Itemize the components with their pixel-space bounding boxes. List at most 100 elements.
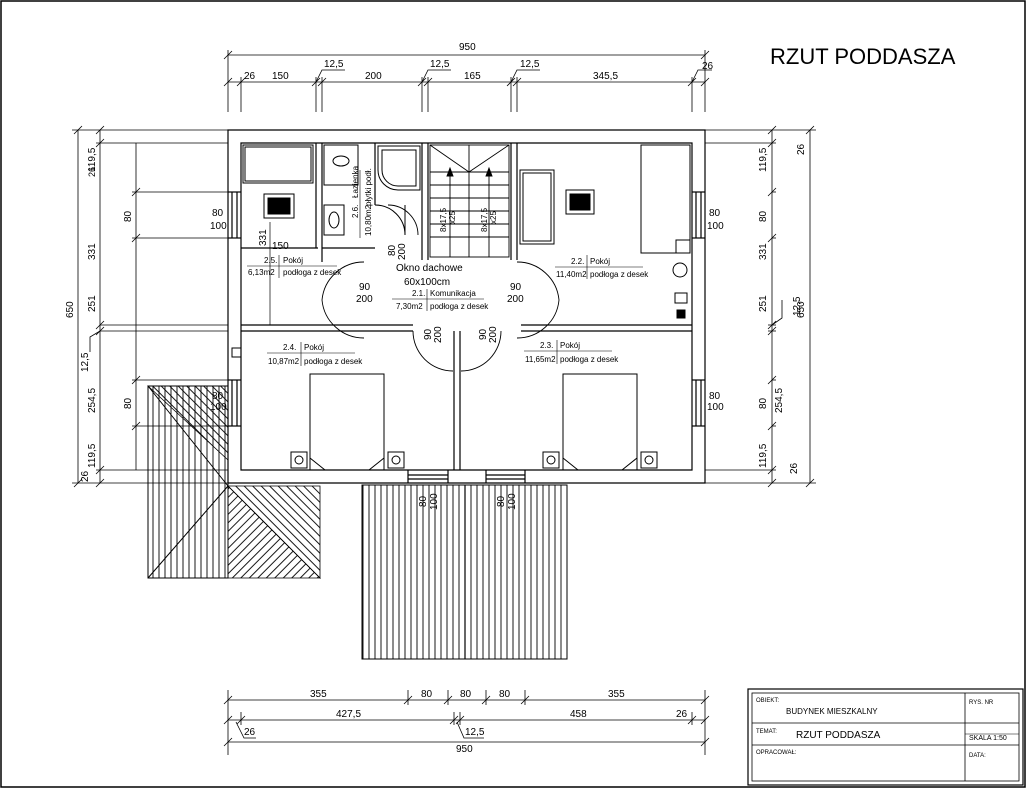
dim-top-sep3: 12,5 [520, 59, 540, 70]
window-right-top-h: 100 [707, 221, 724, 232]
room-23-floor: podłoga z desek [560, 355, 619, 364]
tb-topic-value: RZUT PODDASZA [796, 730, 881, 741]
tb-topic-label: TEMAT: [756, 729, 777, 735]
dim-left-s9: 119,5 [87, 443, 98, 468]
room-25-area: 6,13m2 [248, 268, 275, 277]
door-bath-w: 80 [387, 244, 398, 256]
dim-interior-331: 331 [258, 229, 269, 246]
room-26-num: 2.6. [351, 205, 360, 218]
dim-left-s7: 254,5 [87, 388, 98, 413]
windows [228, 191, 705, 483]
stairs-left-b: x25 [448, 211, 457, 224]
furniture-room-25 [242, 144, 314, 219]
bathroom-fixtures [323, 144, 421, 236]
dim-left-s4: 331 [87, 243, 98, 260]
furniture-room-22 [519, 144, 691, 319]
dim-left-s5: 251 [87, 295, 98, 312]
door-23-h: 200 [488, 326, 499, 343]
door-22-w: 90 [510, 282, 522, 293]
dim-bottom-overall: 950 [456, 744, 473, 755]
window-left-top-w: 80 [212, 208, 224, 219]
room-24-floor: podłoga z desek [304, 357, 363, 366]
dim-top-sep2: 12,5 [430, 59, 450, 70]
door-23-w: 90 [478, 328, 489, 340]
dim-right-s7-vis: 254,5 [774, 388, 785, 413]
room-26-area: 10,80m2 [364, 204, 373, 236]
window-right-top-w: 80 [709, 208, 721, 219]
dim-right-overall: 650 [796, 301, 807, 318]
window-left-top-h: 100 [210, 221, 227, 232]
bottom-dimensions [223, 690, 710, 755]
door-22-h: 200 [507, 294, 524, 305]
room-23-num: 2.3. [540, 341, 553, 350]
stairs-right-b: x25 [489, 211, 498, 224]
dim-left-s1-vis: 26 [87, 167, 97, 177]
dim-right-s1: 26 [796, 143, 807, 155]
dim-left-overall: 650 [65, 301, 76, 318]
walls [227, 129, 706, 484]
chimney-vent [231, 347, 242, 358]
bed-room-24 [290, 373, 405, 471]
stairs-right-label: 8x17,5 [480, 207, 489, 232]
room-25-num: 2.5. [264, 256, 277, 265]
roof-center [361, 484, 568, 660]
room-21-name: Komunikacja [430, 289, 476, 298]
door-24-h: 200 [433, 326, 444, 343]
dim-bottom-wall-right: 26 [676, 709, 688, 720]
door-25-w: 90 [359, 282, 371, 293]
dim-top-seg3: 165 [464, 71, 481, 82]
dim-right-s3: 80 [758, 210, 769, 222]
dim-left-s3: 80 [123, 210, 134, 222]
room-24-area: 10,87m2 [268, 357, 300, 366]
room-22-floor: podłoga z desek [590, 270, 649, 279]
window-bottom-left-h: 100 [429, 493, 440, 510]
dim-bottom-p4: 80 [499, 689, 511, 700]
door-24-w: 90 [423, 328, 434, 340]
dim-bottom-p2: 80 [421, 689, 433, 700]
window-right-bottom-w: 80 [709, 391, 721, 402]
dim-left-s2: 119,5 [87, 147, 98, 172]
dim-left-s6-vis: 12,5 [80, 352, 91, 372]
dim-right-s2: 119,5 [758, 147, 769, 172]
dim-right-s8: 80 [758, 397, 769, 409]
dim-top-wall-right: 26 [702, 61, 714, 72]
room-label-25: 2.5. Pokój 6,13m2 podłoga z desek [247, 255, 342, 278]
dim-top-sep1: 12,5 [324, 59, 344, 70]
tb-drawing-label: RYS. NR [969, 700, 994, 706]
window-left-bottom-w: 80 [212, 391, 224, 402]
dim-left-s10: 26 [80, 470, 91, 482]
dim-top-seg2: 200 [365, 71, 382, 82]
room-label-21: 2.1. Komunikacja 7,30m2 podłoga z desek [392, 289, 489, 311]
tb-author-label: OPRACOWAŁ: [756, 750, 797, 756]
room-22-num: 2.2. [571, 257, 584, 266]
window-left-bottom-h: 100 [210, 402, 227, 413]
room-26-name: Łazienka [351, 165, 360, 198]
dim-interior-150: 150 [272, 241, 289, 252]
dim-top-wall-left: 26 [244, 71, 256, 82]
window-bottom-left-w: 80 [418, 495, 429, 507]
tb-object-value: BUDYNEK MIESZKALNY [786, 707, 878, 716]
right-dimensions [705, 125, 816, 488]
staircase [429, 144, 510, 258]
dim-right-s10: 26 [789, 462, 800, 474]
room-21-floor: podłoga z desek [430, 302, 489, 311]
dim-right-s9: 119,5 [758, 443, 769, 468]
skylight-size: 60x100cm [404, 277, 450, 288]
sheet-title: RZUT PODDASZA [770, 44, 956, 69]
roof-left [146, 385, 321, 579]
window-bottom-right-w: 80 [496, 495, 507, 507]
doors [321, 204, 560, 372]
room-21-num: 2.1. [412, 289, 425, 298]
room-22-name: Pokój [590, 257, 610, 266]
dim-left-s8: 80 [123, 397, 134, 409]
room-21-area: 7,30m2 [396, 302, 423, 311]
tb-object-label: OBIEKT: [756, 698, 779, 704]
skylight-label: Okno dachowe [396, 263, 463, 274]
dim-right-s6: 12,5 [792, 296, 803, 316]
window-bottom-right-h: 100 [507, 493, 518, 510]
dim-bottom-p1: 355 [310, 689, 327, 700]
dim-bottom-right: 458 [570, 709, 587, 720]
door-25-h: 200 [356, 294, 373, 305]
door-bath-h: 200 [397, 243, 408, 260]
